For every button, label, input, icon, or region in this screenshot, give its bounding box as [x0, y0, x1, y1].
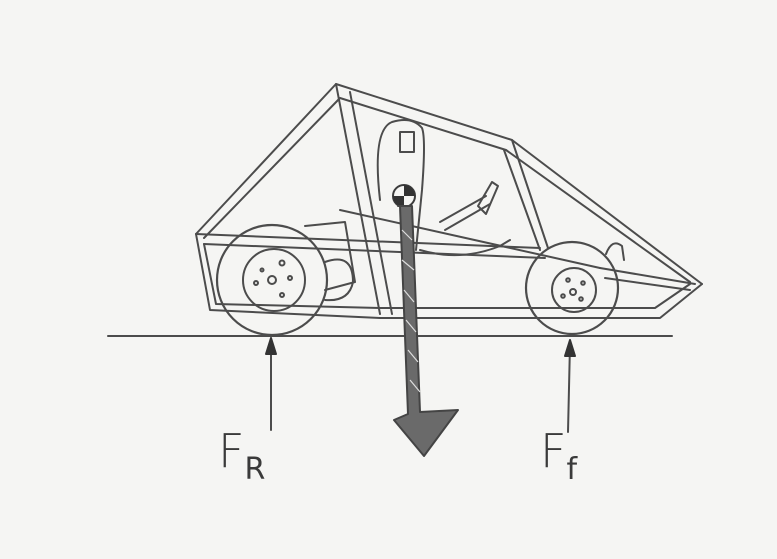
- driver-seat: [376, 119, 511, 257]
- rear-force-arrow: [265, 337, 277, 431]
- rear-wheel: [215, 223, 329, 337]
- roll-cage-frame: [195, 83, 703, 319]
- front-force-arrow: [564, 339, 576, 433]
- weight-force-arrow: [392, 184, 459, 457]
- front-wheel: [524, 240, 620, 336]
- front-force-label: Ff: [540, 424, 578, 487]
- steering-wheel: [439, 181, 499, 231]
- rear-force-label: FR: [218, 424, 266, 487]
